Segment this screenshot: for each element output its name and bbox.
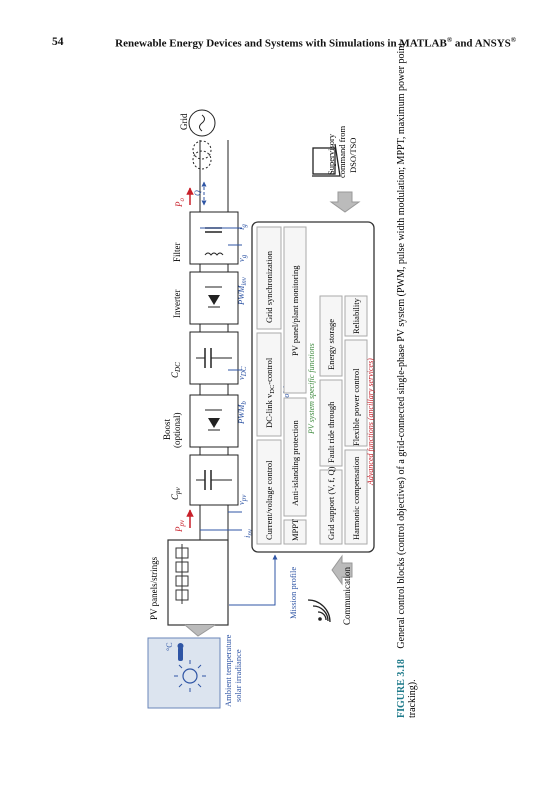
communication: Communication [307,554,353,625]
reliability: Reliability [351,297,361,334]
svg-text:PWMb: PWMb [236,401,248,425]
po-label: Po [174,198,186,209]
ppv-arrow: Ppv [174,509,194,533]
filter-block: Filter [172,211,239,265]
svg-text:ig: ig [236,224,248,230]
svg-text:vDC: vDC [236,366,248,380]
cdc-capacitor: CDC [170,331,239,385]
svg-text:Supervisory: Supervisory [326,133,336,175]
supervisory-command: Supervisory command from DSO/TSO [312,125,361,213]
inverter-block: Inverter [172,271,239,325]
advanced-functions-title: Advanced functions (ancillary services) [366,358,375,486]
communication-label: Communication [342,567,352,625]
boost-converter-block: Boost (optional) [162,394,239,449]
grid-label: Grid [179,113,189,130]
fault-ride-through: Fault ride through [326,401,336,463]
grid-synchronization: Grid synchronization [264,250,274,323]
pv-plant-monitoring: PV panel/plant monitoring [290,265,300,356]
laptop-icon [312,143,341,177]
grid-support: Grid support (V, f, Q) [326,466,336,540]
pv-specific-title: PV system specific functions [307,343,316,435]
q-arrow: Q [193,181,207,206]
boost-label-1: Boost [162,418,172,440]
control-box: Current/voltage control DC-link vDC-cont… [251,221,375,553]
caption-text-line1: General control blocks (control objectiv… [396,43,407,649]
svg-text:vg: vg [236,254,248,262]
svg-text:command from: command from [337,125,347,178]
grid-connection: Grid [179,109,216,170]
basic-functions-title: Basic control functions [282,360,291,434]
harmonic-compensation: Harmonic compensation [351,456,361,540]
energy-storage: Energy storage [326,319,336,370]
ambient-label-2: solar irradiance [233,649,243,702]
inverter-label: Inverter [172,290,182,318]
mission-profile-label: Mission profile [288,567,298,619]
po-arrow: Po [174,187,194,209]
filter-label: Filter [172,242,182,262]
cdc-label: CDC [170,362,182,378]
wifi-icon [307,599,331,623]
ppv-label: Ppv [174,519,186,533]
caption-label: FIGURE 3.18 [396,659,407,718]
boost-label-2: (optional) [172,413,182,449]
cpv-capacitor: Cpv [170,454,239,506]
running-title: Renewable Energy Devices and Systems wit… [115,36,516,50]
thermometer-icon [178,647,183,661]
svg-text:FIGURE 3.18 General cont: FIGURE 3.18 General control blocks (cont… [396,43,407,718]
q-label: Q [193,190,202,196]
pv-panels-label: PV panels/strings [149,556,159,620]
svg-text:PWMinv: PWMinv [236,276,248,306]
anti-islanding-protection: Anti-islanding protection [290,420,300,506]
figure-caption: FIGURE 3.18 General control blocks (cont… [396,43,418,718]
sense-lines [200,227,242,531]
page-header: 54 Renewable Energy Devices and Systems … [0,30,558,50]
svg-text:DSO/TSO: DSO/TSO [348,138,358,173]
mission-profile-link: Mission profile [229,554,298,619]
ambient-block: °C Ambient temperature solar irradiance [147,624,243,709]
sense-labels: ipv vpv vDC PWMb PWMinv vg ig [236,224,254,538]
cpv-label: Cpv [170,486,182,500]
sun-icon [182,668,198,684]
pv-panels-block: PV panels/strings [149,539,229,626]
caption-text-line2: tracking). [407,679,418,718]
svg-text:vpv: vpv [236,494,248,505]
ambient-label-1: Ambient temperature [223,634,233,707]
current-voltage-control: Current/voltage control [264,460,274,540]
mppt: MPPT [290,518,300,541]
flexible-power-control: Flexible power control [351,368,361,446]
page-number: 54 [52,36,64,48]
dc-link-control: DC-link vDC-control [264,357,276,428]
celsius-symbol: °C [165,642,174,651]
svg-text:ipv: ipv [242,528,254,538]
